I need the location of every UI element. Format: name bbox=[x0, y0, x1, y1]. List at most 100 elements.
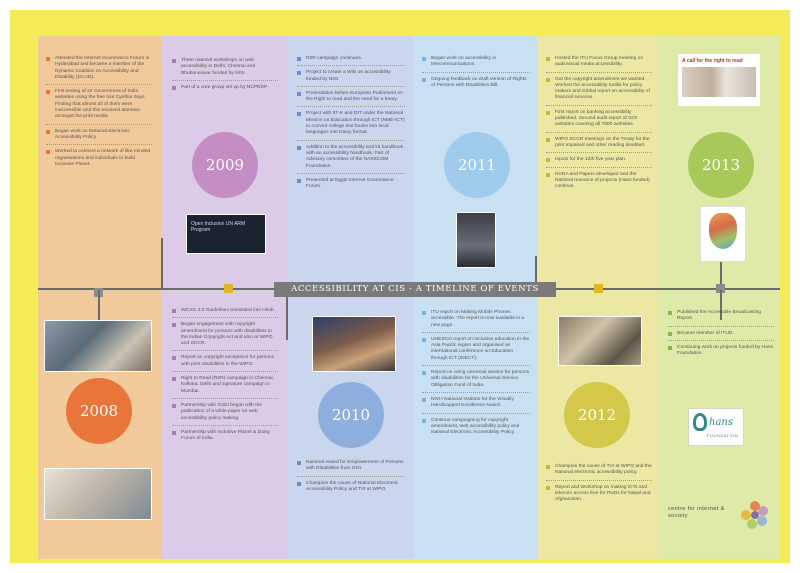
event-2011-b3: Report on using universal service for pe… bbox=[422, 370, 530, 393]
event-2013-b1: Published the Accessible Broadcasting Re… bbox=[668, 310, 774, 327]
event-2008-2: First testing of 22 Government of India … bbox=[46, 89, 152, 125]
events-2012-top: Hosted the ITU Focus Group meeting on au… bbox=[546, 56, 652, 197]
event-2010-4: Project with IIT-K and DIT under the Nat… bbox=[297, 111, 405, 141]
photo-2013-clipping: A call for the right to read bbox=[678, 54, 760, 106]
year-2010-circle: 2010 bbox=[318, 382, 384, 448]
events-2013-bottom: Published the Accessible Broadcasting Re… bbox=[668, 310, 774, 364]
bullet-icon bbox=[422, 57, 426, 61]
event-2010-b2: Champion the cause of National Electroni… bbox=[297, 481, 405, 497]
bullet-icon bbox=[172, 377, 176, 382]
bullet-icon bbox=[297, 91, 301, 96]
event-2011-1: Began work on accessibility in telecommu… bbox=[422, 56, 530, 73]
event-2012-5: Inputs for the 12th five year plan. bbox=[546, 157, 652, 168]
tick-2012-top bbox=[535, 256, 537, 288]
event-2009-b5: Partnership with G3ict began with the pu… bbox=[172, 403, 278, 426]
event-2012-4: WIPO SCCR meetings on the Treaty for the… bbox=[546, 137, 652, 154]
bullet-icon bbox=[668, 311, 672, 315]
year-2011-circle: 2011 bbox=[444, 132, 510, 198]
bullet-icon bbox=[422, 77, 426, 82]
event-2012-3: First report on banking accessibility pu… bbox=[546, 110, 652, 133]
tick-2013-down bbox=[720, 290, 722, 320]
bullet-icon bbox=[297, 461, 301, 465]
bullet-icon bbox=[546, 172, 550, 177]
bullet-icon bbox=[172, 430, 176, 435]
bullet-icon bbox=[297, 57, 301, 61]
bullet-icon bbox=[297, 178, 301, 183]
event-2010-2: Project to create a Wiki on accessibilit… bbox=[297, 70, 405, 87]
india-map-icon bbox=[709, 213, 737, 249]
bullet-icon bbox=[546, 77, 550, 82]
bullet-icon bbox=[172, 85, 176, 90]
year-2008-circle: 2008 bbox=[66, 378, 132, 444]
bullet-icon bbox=[422, 337, 426, 342]
bullet-icon bbox=[297, 481, 301, 486]
bullet-icon bbox=[546, 57, 550, 61]
bullet-icon bbox=[668, 331, 672, 336]
timeline-poster: ACCESSIBILITY AT CIS - A TIMELINE OF EVE… bbox=[38, 36, 780, 559]
bullet-icon bbox=[172, 323, 176, 328]
event-2009-b1: WCAG 2.0 Guidelines translated into Hind… bbox=[172, 308, 278, 319]
column-2010 bbox=[287, 36, 413, 559]
bullet-icon bbox=[297, 71, 301, 76]
event-2009-b2: Began engagement with copyright amendmen… bbox=[172, 322, 278, 352]
photo-2008-conference bbox=[44, 320, 152, 372]
event-2009-1: Three national workshops on web accessib… bbox=[172, 58, 278, 81]
event-2009-b6: Partnership with Inclusive Planet & Dais… bbox=[172, 430, 278, 446]
column-2012 bbox=[537, 36, 658, 559]
event-2011-2: Ongoing feedback on draft version of Rig… bbox=[422, 77, 530, 93]
bullet-icon bbox=[422, 397, 426, 402]
tick-2008-top bbox=[161, 238, 163, 288]
bullet-icon bbox=[546, 110, 550, 115]
photo-2011-report bbox=[456, 212, 496, 268]
cis-logo-text: centre for internet & society bbox=[668, 506, 725, 519]
marker-2009 bbox=[224, 284, 233, 293]
photo-2009-slide: Open Inclusion UN ARM Program bbox=[186, 214, 266, 254]
photo-2013-map bbox=[700, 206, 746, 262]
event-2011-b4: NIVH National Institute for the Visually… bbox=[422, 397, 530, 414]
bullet-icon bbox=[297, 112, 301, 117]
events-2008-top: Attended the Internet Governance Forum i… bbox=[46, 56, 152, 175]
bullet-icon bbox=[172, 59, 176, 63]
year-2013-circle: 2013 bbox=[688, 132, 754, 198]
events-2010-top: R2R campaign continues. Project to creat… bbox=[297, 56, 405, 197]
event-2008-3: Began work on National Electronic Access… bbox=[46, 129, 152, 146]
event-2012-1: Hosted the ITU Focus Group meeting on au… bbox=[546, 56, 652, 73]
hans-swan-icon bbox=[693, 413, 707, 431]
bullet-icon bbox=[546, 137, 550, 142]
events-2011-top: Began work on accessibility in telecommu… bbox=[422, 56, 530, 96]
event-2008-1: Attended the Internet Governance Forum i… bbox=[46, 56, 152, 86]
event-2010-3: Presentation before European Parliament … bbox=[297, 91, 405, 108]
event-2010-5: Addition to the accessibility tool kit h… bbox=[297, 145, 405, 174]
year-2012-circle: 2012 bbox=[564, 382, 630, 448]
events-2009-top: Three national workshops on web accessib… bbox=[172, 58, 278, 98]
bullet-icon bbox=[668, 345, 672, 350]
hans-foundation-logo: hans FOUNDATION bbox=[688, 408, 744, 446]
event-2012-2: Got the copyright amendment we wanted. W… bbox=[546, 77, 652, 106]
year-2009-circle: 2009 bbox=[192, 132, 258, 198]
bullet-icon bbox=[46, 57, 50, 61]
event-2011-b1: ITU report on Making Mobile Phones acces… bbox=[422, 310, 530, 333]
events-2009-bottom: WCAG 2.0 Guidelines translated into Hind… bbox=[172, 308, 278, 449]
event-2011-b2: UNESCO report on Inclusive education in … bbox=[422, 337, 530, 367]
photo-2008-banner bbox=[44, 468, 152, 520]
poster-frame: ACCESSIBILITY AT CIS - A TIMELINE OF EVE… bbox=[10, 10, 790, 563]
bullet-icon bbox=[297, 145, 301, 150]
marker-2013 bbox=[716, 284, 725, 293]
column-2009 bbox=[162, 36, 287, 559]
cis-flower-icon bbox=[741, 501, 768, 529]
clipping-photo bbox=[682, 67, 756, 97]
bullet-icon bbox=[46, 129, 50, 134]
event-2010-6: Presented at Egypt Internet Governance F… bbox=[297, 178, 405, 194]
hans-logo-text: hans bbox=[709, 417, 733, 428]
tick-2010-down bbox=[286, 290, 288, 340]
bullet-icon bbox=[422, 311, 426, 315]
photo-2010-award bbox=[312, 316, 396, 372]
photo-2012-workshop bbox=[558, 316, 642, 366]
event-2008-4: Worked to connect a network of like-mind… bbox=[46, 149, 152, 171]
bullet-icon bbox=[46, 90, 50, 95]
bullet-icon bbox=[422, 371, 426, 376]
bullet-icon bbox=[172, 356, 176, 361]
column-2013 bbox=[658, 36, 780, 559]
event-2009-2: Part of a core group set up by NCPEDP. bbox=[172, 85, 278, 94]
event-2011-b5: Continue campaigning for copyright amend… bbox=[422, 418, 530, 440]
